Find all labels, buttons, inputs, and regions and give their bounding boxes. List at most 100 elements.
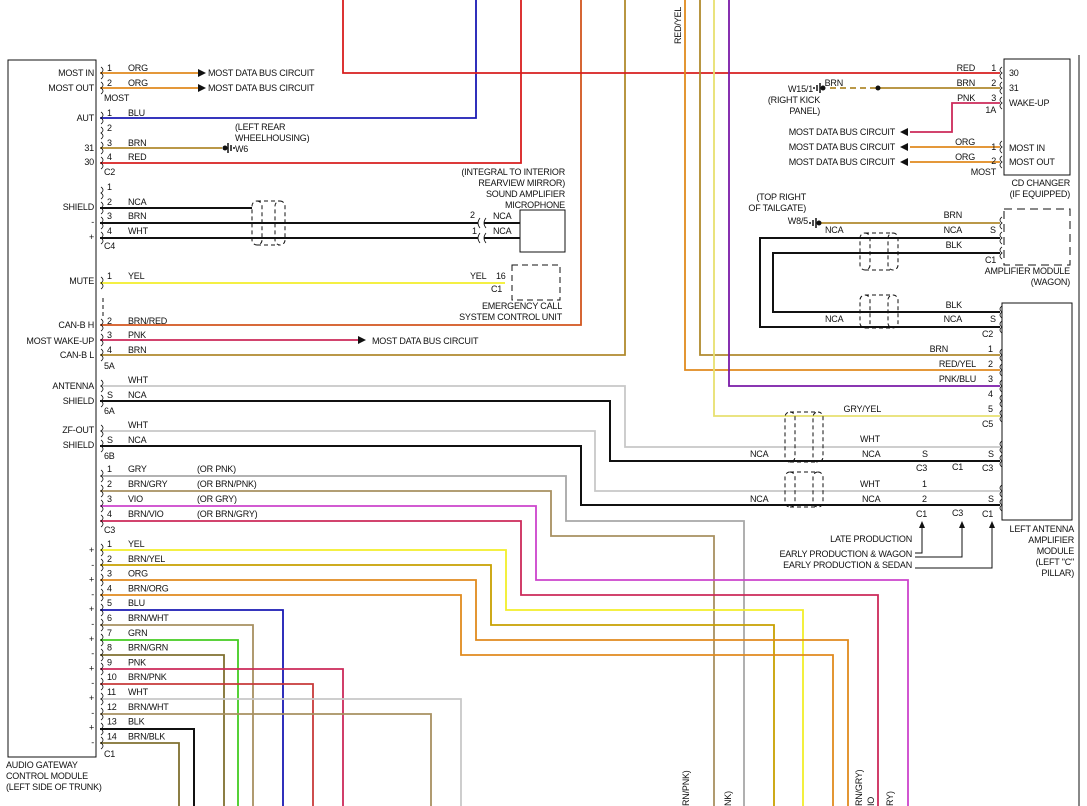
wire-color-label: WHT xyxy=(128,226,149,236)
connector-pin-icon xyxy=(999,231,1003,245)
pin-number: 3 xyxy=(107,494,112,504)
wires xyxy=(100,0,1000,806)
wire-color-label: RN/PNK) xyxy=(681,770,691,806)
arrow-icon xyxy=(198,69,206,77)
amplifier-label: C2 xyxy=(982,329,993,339)
connector-name: MOST xyxy=(104,93,130,103)
cd-changer-box xyxy=(1003,58,1071,176)
wire-c3-3 xyxy=(100,505,909,806)
wire-color-label: BRN xyxy=(930,344,948,354)
wire-color-label: IO xyxy=(866,797,876,806)
pin-number: 1 xyxy=(991,142,996,152)
wire-c1-4 xyxy=(100,594,834,806)
amplifier-label: BLK xyxy=(946,240,963,250)
production-note: LATE PRODUCTION xyxy=(830,534,912,544)
speaker-polarity-label: + xyxy=(89,634,94,644)
pin-number: 1 xyxy=(107,464,112,474)
ground-location: (RIGHT KICK xyxy=(768,95,820,105)
connector-name: C5 xyxy=(982,419,993,429)
ground-id: W8/5 xyxy=(788,216,808,226)
module-name: AMPLIFIER xyxy=(1028,535,1074,545)
production-note: EARLY PRODUCTION & SEDAN xyxy=(783,560,912,570)
gateway-pin-label: 31 xyxy=(84,143,94,153)
module-name: CONTROL MODULE xyxy=(6,771,88,781)
wire-color-label: ORG xyxy=(128,569,148,579)
ground-id: W15/1 xyxy=(788,84,813,94)
gateway-pin-label: 30 xyxy=(84,157,94,167)
pin-label: MOST IN xyxy=(1009,143,1045,153)
connector-pin-icon xyxy=(999,394,1003,408)
connector-pin-icon xyxy=(100,201,104,215)
connector-pin-icon xyxy=(100,379,104,393)
antenna-label: NCA xyxy=(862,449,881,459)
wire-can-h xyxy=(100,0,582,326)
connector-pin-icon xyxy=(100,692,104,706)
wire-color-label: RED xyxy=(128,152,147,162)
connector-pin-icon xyxy=(100,394,104,408)
amplifier-label: S xyxy=(990,314,996,324)
module-name: SYSTEM CONTROL UNIT xyxy=(459,312,563,322)
amplifier-label: S xyxy=(990,225,996,235)
connector-pin-icon xyxy=(100,333,104,347)
pin-number: 3 xyxy=(107,569,112,579)
wire-color-label: NCA xyxy=(128,390,147,400)
wire-color-label: BRN/WHT xyxy=(128,613,169,623)
wire-zf xyxy=(100,430,1000,492)
pin-number: 10 xyxy=(107,672,117,682)
pin-number: 2 xyxy=(107,123,112,133)
speaker-polarity-label: - xyxy=(91,708,94,718)
wire-color-label: GRY xyxy=(128,464,147,474)
antenna-label: NCA xyxy=(750,494,769,504)
connector-pin-icon xyxy=(999,440,1003,454)
module-name: (WAGON) xyxy=(1031,277,1070,287)
symbols xyxy=(100,66,1003,750)
pin-number: 1 xyxy=(107,271,112,281)
arrow-icon xyxy=(358,336,366,344)
wire-c1-13 xyxy=(100,728,195,806)
wire-color-label: NK) xyxy=(723,791,733,806)
ground-location: OF TAILGATE) xyxy=(748,203,806,213)
connector-pin-icon xyxy=(999,81,1003,95)
gateway-pin-label: CAN-B H xyxy=(58,320,94,330)
connector-pin-icon xyxy=(999,140,1003,154)
alternate-color-label: (OR PNK) xyxy=(197,464,236,474)
ground-icon xyxy=(809,218,817,228)
pin-number: S xyxy=(107,435,113,445)
wire-c1-6 xyxy=(100,624,254,806)
connector-pin-icon xyxy=(100,618,104,632)
bus-circuit-label: MOST DATA BUS CIRCUIT xyxy=(208,68,315,78)
alternate-color-label: (OR BRN/GRY) xyxy=(197,509,258,519)
wire-color-label: BRN xyxy=(957,78,975,88)
module-name: EMERGENCY CALL xyxy=(482,301,562,311)
pin-number: 2 xyxy=(991,156,996,166)
wire-pwr-30 xyxy=(100,0,522,164)
wire-color-label: WHT xyxy=(128,375,149,385)
microphone-name: MICROPHONE xyxy=(505,200,565,210)
pin-number: 3 xyxy=(991,93,996,103)
connector-pin-icon xyxy=(100,318,104,332)
wire-color-label: ORG xyxy=(955,152,975,162)
pin-number: 13 xyxy=(107,717,117,727)
speaker-polarity-label: - xyxy=(91,678,94,688)
antenna-label: NCA xyxy=(862,494,881,504)
wire-color-label: BRN/RED xyxy=(128,316,168,326)
gateway-pin-label: SHIELD xyxy=(63,202,95,212)
gateway-pin-label: MOST WAKE-UP xyxy=(26,336,94,346)
wire-color-label: BLK xyxy=(128,717,145,727)
module-name: (LEFT "C" xyxy=(1036,557,1074,567)
module-name: (IF EQUIPPED) xyxy=(1010,189,1071,199)
emergency-call-unit-box xyxy=(511,264,561,301)
wire-color-label: RED/YEL xyxy=(939,359,976,369)
wire-c3-1 xyxy=(100,475,745,806)
connector-pin-icon xyxy=(100,514,104,528)
pin-number: 3 xyxy=(107,138,112,148)
antenna-label: 1 xyxy=(922,479,927,489)
connector-pin-icon xyxy=(100,439,104,453)
connector-pin-icon xyxy=(999,66,1003,80)
component-boxes xyxy=(7,55,1080,806)
production-note: EARLY PRODUCTION & WAGON xyxy=(779,549,912,559)
gateway-pin-label: SHIELD xyxy=(63,440,95,450)
pin-number: 1 xyxy=(107,539,112,549)
arrow-icon xyxy=(900,128,908,136)
pin-number: 12 xyxy=(107,702,117,712)
